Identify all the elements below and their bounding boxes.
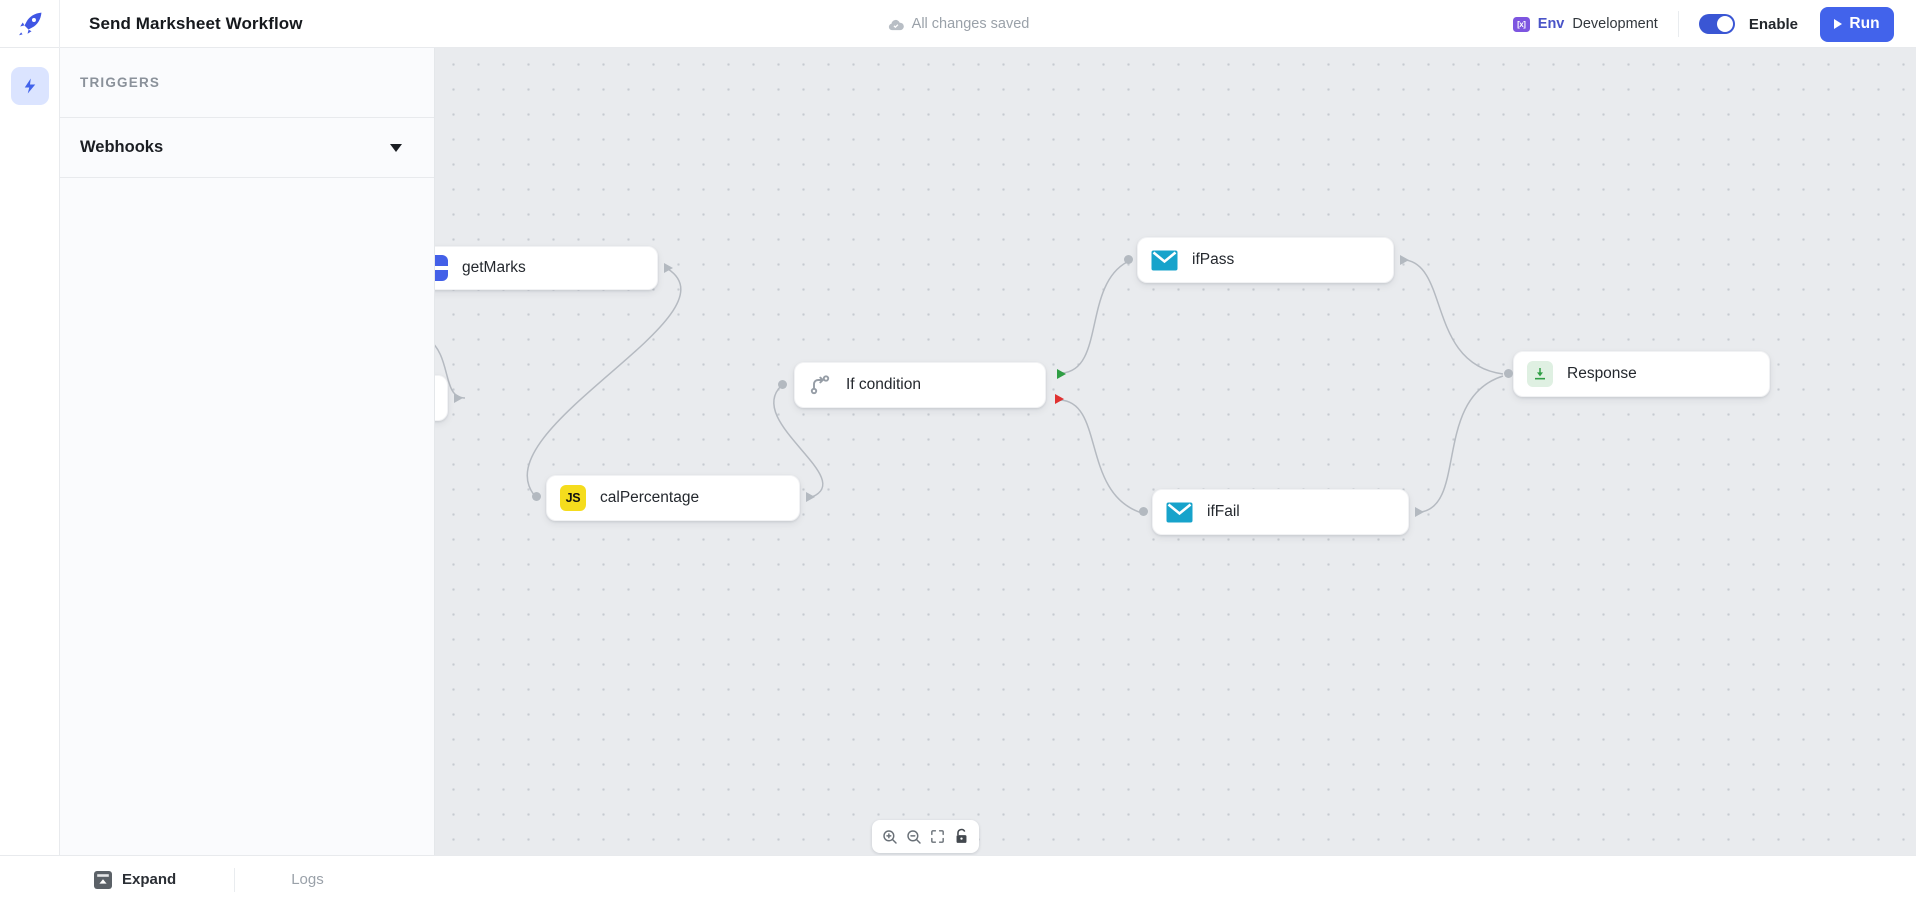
- node-label: ifFail: [1207, 503, 1240, 520]
- page-title: Send Marksheet Workflow: [89, 14, 303, 33]
- chevron-down-icon: [390, 143, 402, 152]
- triggers-sidebar: TRIGGERS Webhooks: [60, 48, 435, 855]
- port-in-ifpass[interactable]: [1124, 255, 1133, 264]
- lightning-bolt-icon: [24, 78, 35, 94]
- return-icon: [1527, 361, 1553, 387]
- icon-rail: [0, 48, 60, 855]
- javascript-icon: JS: [560, 485, 586, 511]
- zoom-in-button[interactable]: [879, 826, 901, 848]
- run-button[interactable]: Run: [1820, 6, 1894, 42]
- node-calpercentage[interactable]: JS calPercentage: [546, 475, 800, 521]
- edge-iftrue-ifpass: [1061, 261, 1128, 374]
- rail-item-triggers[interactable]: [10, 67, 49, 105]
- node-webhook-trigger[interactable]: [435, 375, 448, 421]
- edge-iffalse-iffail: [1059, 399, 1143, 514]
- run-label: Run: [1849, 15, 1880, 32]
- canvas-toolbar: [872, 820, 979, 853]
- port-out-ifpass[interactable]: [1400, 255, 1409, 265]
- node-getmarks[interactable]: getMarks: [435, 246, 658, 290]
- toggle-knob: [1716, 16, 1733, 32]
- branch-icon: [810, 375, 830, 395]
- enable-toggle[interactable]: [1698, 14, 1735, 34]
- play-icon: [1834, 19, 1843, 29]
- port-in-response[interactable]: [1504, 369, 1513, 378]
- header-bar: Send Marksheet Workflow All changes save…: [0, 0, 1916, 48]
- rocket-icon: [18, 12, 41, 36]
- zoom-out-button[interactable]: [903, 826, 925, 848]
- expand-button[interactable]: Expand: [94, 870, 177, 889]
- node-label: ifPass: [1192, 251, 1235, 268]
- mail-icon: [1166, 502, 1193, 522]
- node-label: calPercentage: [600, 489, 700, 506]
- node-label: Response: [1567, 365, 1637, 382]
- sidebar-section-title: TRIGGERS: [80, 75, 161, 90]
- node-ifpass[interactable]: ifPass: [1137, 237, 1394, 283]
- webhooks-label: Webhooks: [80, 138, 164, 156]
- environment-selector[interactable]: [x] Env Development: [1512, 16, 1658, 32]
- env-value: Development: [1572, 16, 1658, 32]
- port-in-calpercentage[interactable]: [532, 492, 541, 501]
- port-in-iffail[interactable]: [1139, 507, 1148, 516]
- expand-label: Expand: [122, 871, 177, 888]
- port-out-calpercentage[interactable]: [806, 492, 815, 502]
- zoom-out-icon: [906, 829, 921, 844]
- footer-divider: [234, 867, 236, 892]
- footer-bar: Expand Logs: [0, 855, 1916, 903]
- port-out-iffail[interactable]: [1415, 507, 1424, 517]
- node-response[interactable]: Response: [1513, 351, 1770, 397]
- sidebar-section-header: TRIGGERS: [60, 48, 434, 118]
- edge-connections: [435, 259, 1504, 514]
- cloud-saved-icon: [888, 19, 904, 30]
- lock-button[interactable]: [950, 826, 972, 848]
- header-actions: [x] Env Development Enable Run: [1512, 0, 1894, 48]
- port-out-ifcondition-true[interactable]: [1057, 369, 1066, 379]
- save-status-text: All changes saved: [911, 16, 1030, 32]
- env-label: Env: [1537, 16, 1565, 32]
- edge-getmarks-calpercentage: [526, 268, 682, 496]
- node-ifcondition[interactable]: If condition: [794, 362, 1046, 408]
- app-logo[interactable]: [0, 0, 60, 48]
- workflow-canvas[interactable]: getMarks JS calPercentage If condition i…: [435, 48, 1916, 855]
- port-out-getmarks[interactable]: [664, 263, 673, 273]
- expand-panel-icon: [94, 870, 112, 889]
- lock-icon: [956, 828, 967, 843]
- api-blue-icon: [435, 255, 448, 281]
- mail-icon: [1151, 250, 1178, 270]
- port-in-ifcondition[interactable]: [778, 380, 787, 389]
- edge-iffail-response: [1420, 375, 1504, 513]
- env-icon: [x]: [1512, 16, 1530, 32]
- header-divider: [1677, 11, 1679, 37]
- port-out-webhook-trigger[interactable]: [454, 393, 463, 403]
- port-out-ifcondition-false[interactable]: [1055, 394, 1064, 404]
- node-label: If condition: [846, 376, 921, 393]
- edge-ifpass-response: [1405, 259, 1504, 375]
- sidebar-item-webhooks[interactable]: Webhooks: [60, 118, 434, 178]
- node-label: getMarks: [462, 259, 526, 276]
- fit-view-button[interactable]: [926, 826, 948, 848]
- logs-button[interactable]: Logs: [291, 871, 324, 888]
- enable-label: Enable: [1748, 15, 1798, 33]
- node-iffail[interactable]: ifFail: [1152, 489, 1409, 535]
- fit-view-icon: [931, 830, 944, 843]
- zoom-in-icon: [883, 829, 897, 844]
